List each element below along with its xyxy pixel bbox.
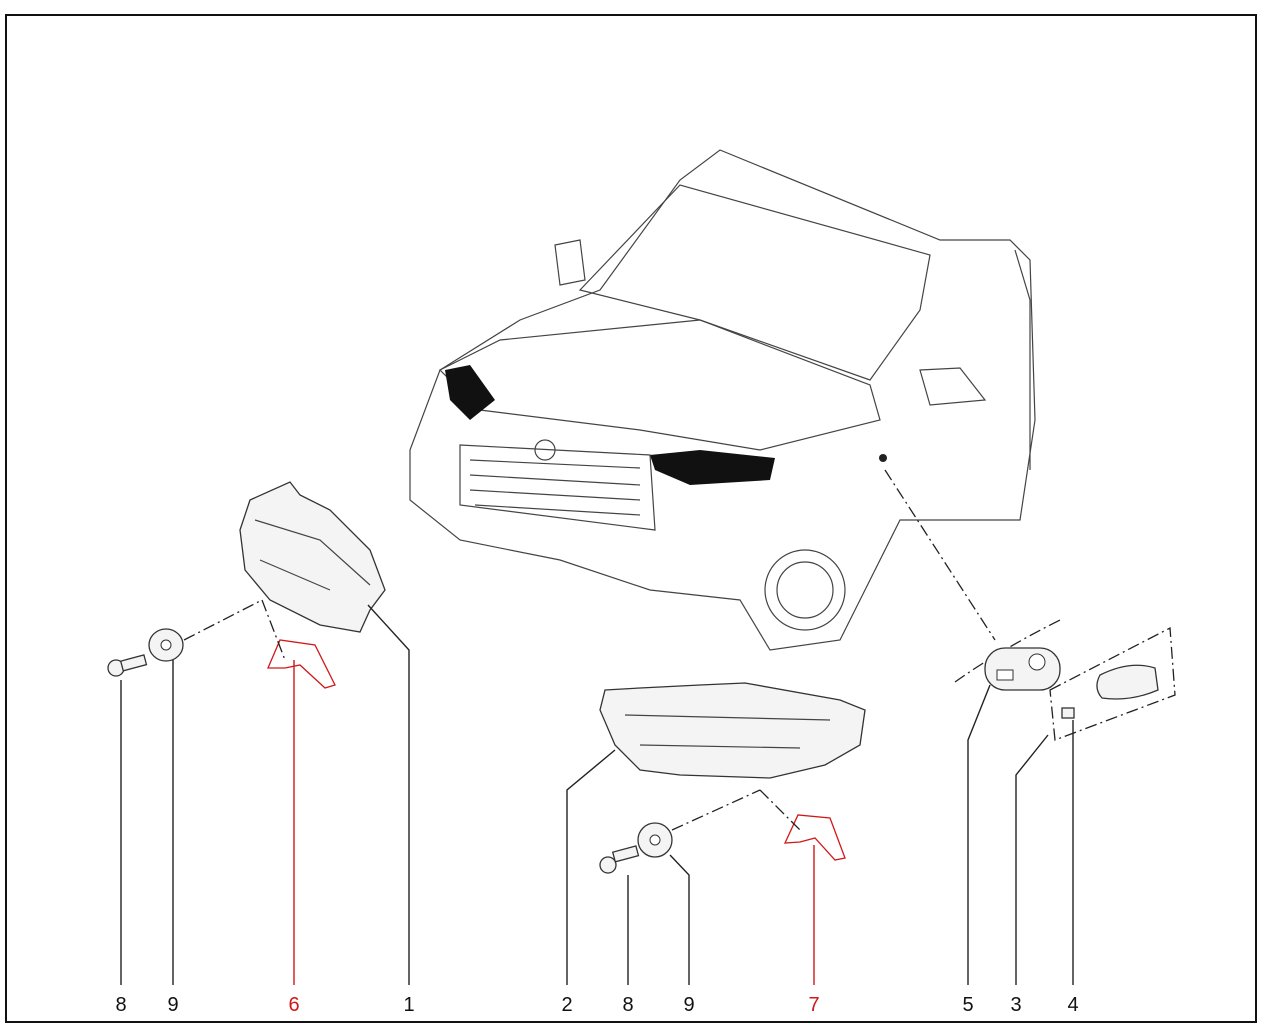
left-headlamp-part: [239, 481, 386, 633]
location-pointer: [884, 469, 996, 641]
diagram-frame: [5, 14, 1257, 1023]
leader-lines: [120, 604, 1074, 985]
left-washer-part: [148, 628, 184, 662]
right-bracket-part: [783, 814, 846, 861]
bulb-part: [1061, 707, 1075, 719]
label-8-right: 8: [622, 994, 633, 1016]
left-bracket-part: [267, 639, 336, 689]
label-6: 6: [288, 994, 299, 1016]
side-repeater-lamp-part: [1096, 664, 1159, 700]
vehicle-illustration: [409, 149, 1036, 651]
right-headlamp-part: [599, 682, 866, 779]
label-7: 7: [808, 994, 819, 1016]
left-bolt-part: [107, 654, 148, 677]
label-9-left: 9: [167, 994, 178, 1016]
side-repeater-box: [1049, 626, 1176, 741]
label-8-left: 8: [115, 994, 126, 1016]
side-repeater-seal-part: [984, 647, 1061, 691]
right-washer-part: [637, 822, 673, 858]
label-2: 2: [561, 994, 572, 1016]
label-1: 1: [403, 994, 414, 1016]
right-bolt-part: [599, 845, 640, 874]
label-3: 3: [1010, 994, 1021, 1016]
label-5: 5: [962, 994, 973, 1016]
label-4: 4: [1067, 994, 1078, 1016]
label-9-right: 9: [683, 994, 694, 1016]
